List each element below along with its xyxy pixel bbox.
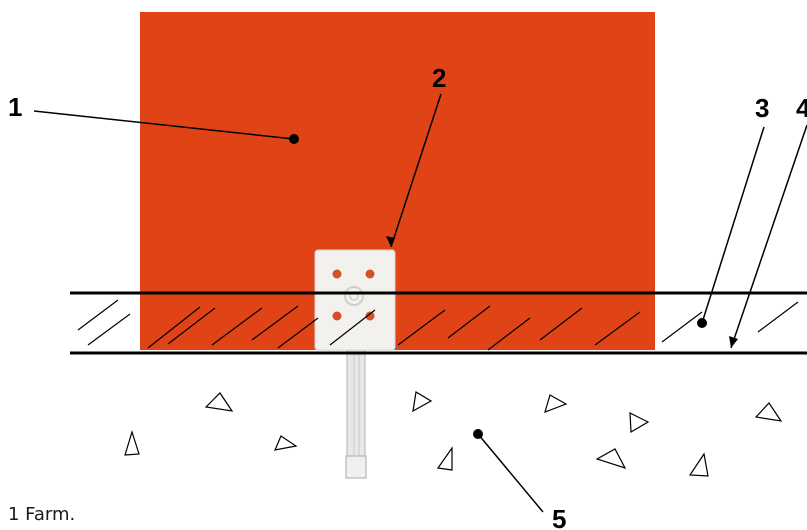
leader-dot-5 [473,429,483,439]
mounting-plate [314,249,396,351]
callout-3: 3 [755,93,769,123]
callout-5: 5 [552,504,566,530]
leader-2 [390,93,442,248]
arrowhead-2 [386,236,395,247]
hatched-layer [77,299,799,351]
leader-1 [33,110,295,140]
callout-4: 4 [796,93,807,123]
leader-dot-1 [289,134,299,144]
callout-1: 1 [8,92,22,122]
leader-lines [33,93,807,513]
callout-2: 2 [432,63,446,93]
red-block [140,12,655,350]
caption: 1 Farm. [8,504,76,525]
anchor-bolt [342,339,370,479]
arrowhead-4 [729,336,738,348]
leader-3 [701,126,765,324]
leader-4 [730,124,807,349]
leader-dot-3 [697,318,707,328]
ground-aggregate [124,391,783,477]
leader-5 [477,433,544,513]
